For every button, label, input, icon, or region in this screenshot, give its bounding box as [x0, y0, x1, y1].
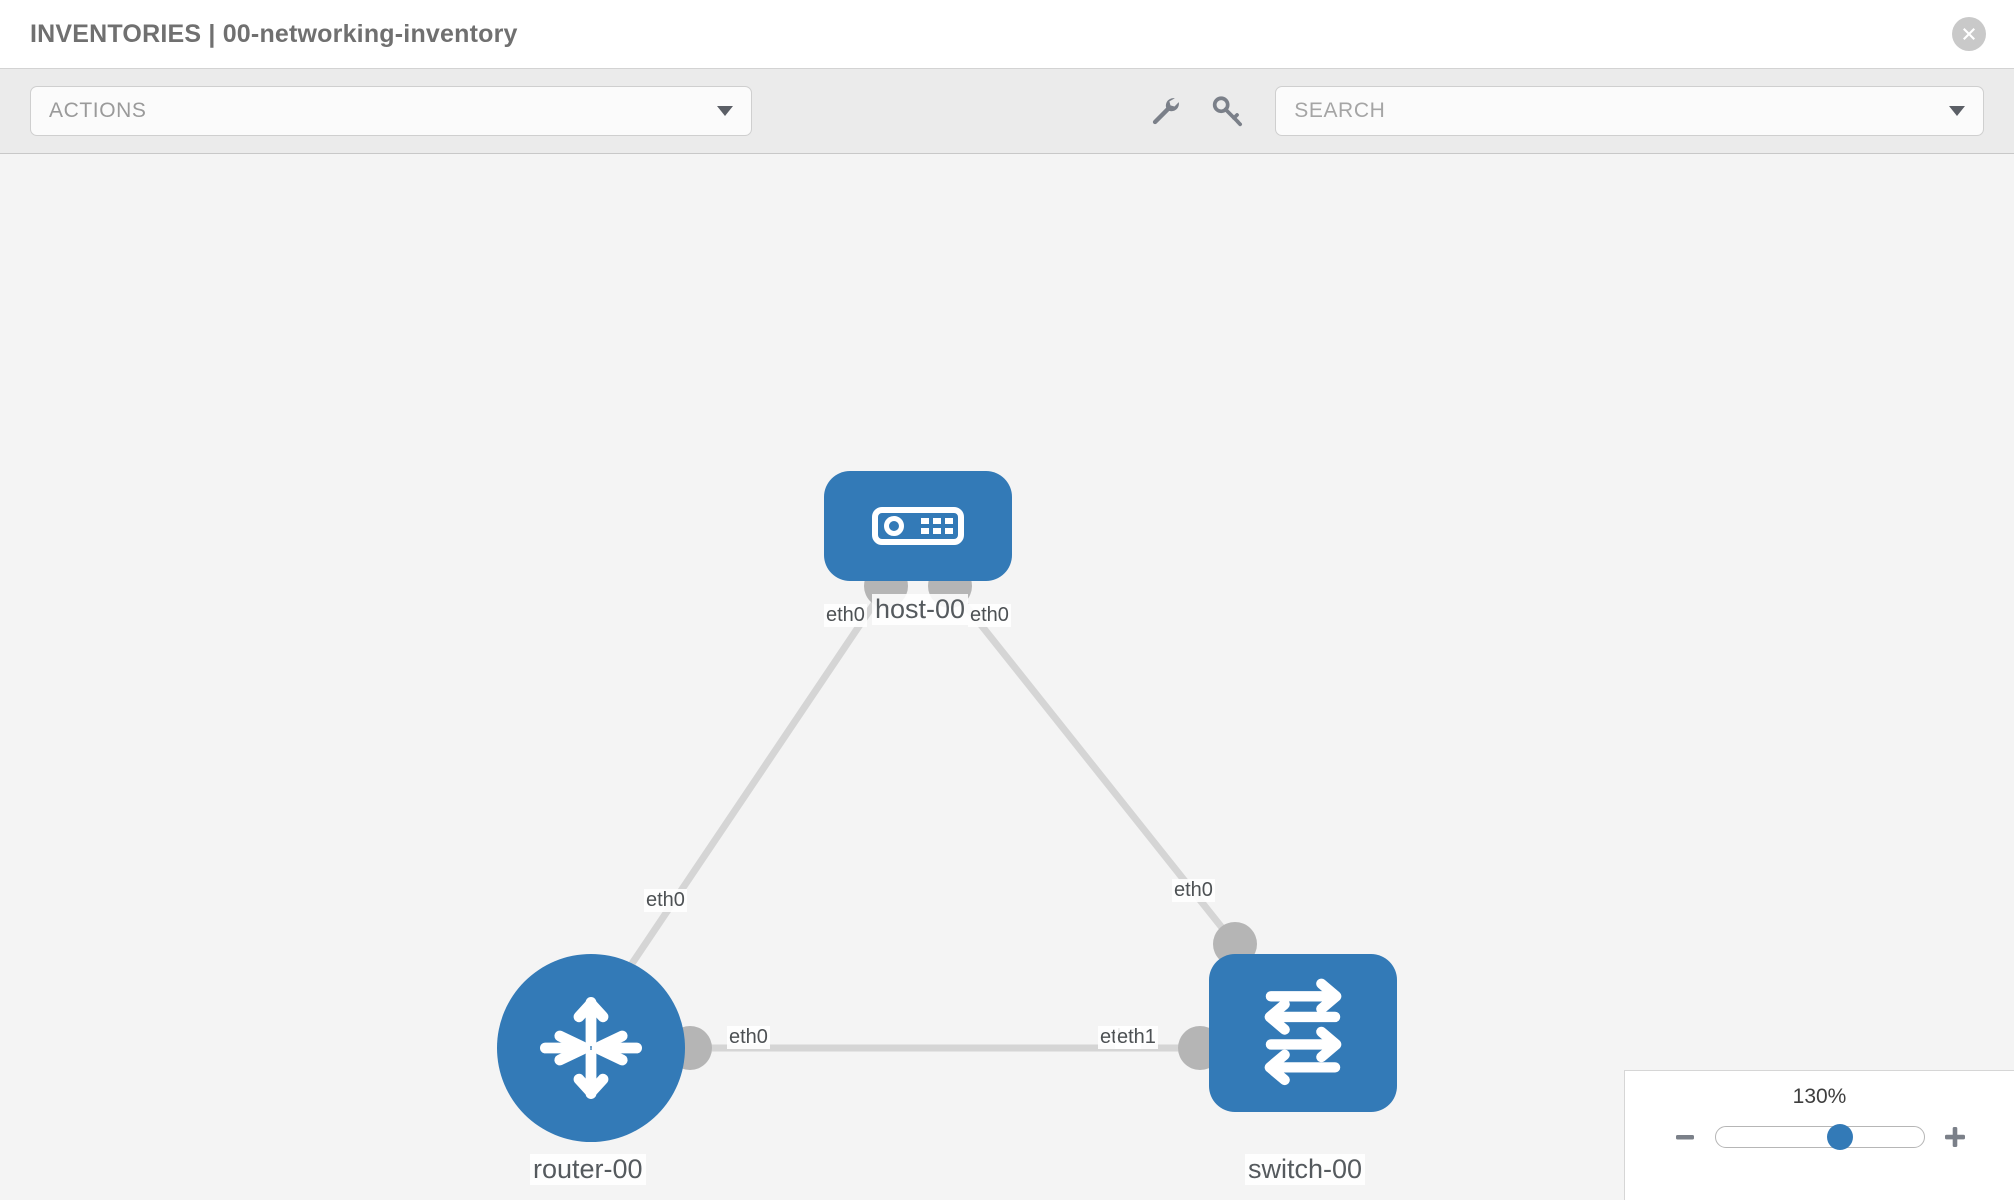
- zoom-in-button[interactable]: [1941, 1123, 1969, 1151]
- close-button[interactable]: [1952, 17, 1986, 51]
- chevron-down-icon: [717, 106, 734, 116]
- node-router-00[interactable]: [497, 954, 685, 1142]
- router-icon: [540, 997, 642, 1099]
- link-host-switch[interactable]: [947, 583, 1238, 947]
- node-host-00[interactable]: [824, 471, 1012, 581]
- zoom-level-label: 130%: [1792, 1085, 1847, 1108]
- minus-icon: [1675, 1135, 1694, 1140]
- node-switch-00[interactable]: [1209, 954, 1397, 1112]
- key-icon: [1213, 96, 1243, 127]
- switch-icon: [1264, 978, 1342, 1086]
- server-icon: [872, 507, 964, 545]
- plus-icon: [1944, 1127, 1965, 1147]
- actions-dropdown-label: ACTIONS: [49, 99, 147, 122]
- wrench-icon: [1153, 98, 1180, 125]
- topology-canvas[interactable]: host-00 router-00 switch-00 eth0 eth0 et…: [0, 154, 2014, 1200]
- page-header: INVENTORIES | 00-networking-inventory: [0, 0, 2014, 68]
- zoom-slider-row: [1625, 1123, 2014, 1151]
- breadcrumb: INVENTORIES | 00-networking-inventory: [30, 19, 518, 48]
- key-button[interactable]: [1207, 92, 1245, 130]
- topology-graph: [624, 564, 1257, 1070]
- zoom-out-button[interactable]: [1671, 1123, 1699, 1151]
- close-icon: [1963, 28, 1975, 40]
- zoom-slider[interactable]: [1714, 1124, 1925, 1150]
- actions-dropdown[interactable]: ACTIONS: [30, 86, 753, 136]
- link-host-router[interactable]: [624, 584, 889, 973]
- zoom-control-panel: 130%: [1624, 1070, 2014, 1200]
- toolbar-icon-group: [1147, 92, 1245, 130]
- wrench-button[interactable]: [1147, 92, 1185, 130]
- zoom-slider-thumb[interactable]: [1827, 1124, 1854, 1150]
- search-chevron-down-icon[interactable]: [1949, 106, 1965, 116]
- search-field[interactable]: [1275, 86, 1984, 136]
- toolbar: ACTIONS: [0, 68, 2014, 154]
- search-input[interactable]: [1294, 99, 1898, 123]
